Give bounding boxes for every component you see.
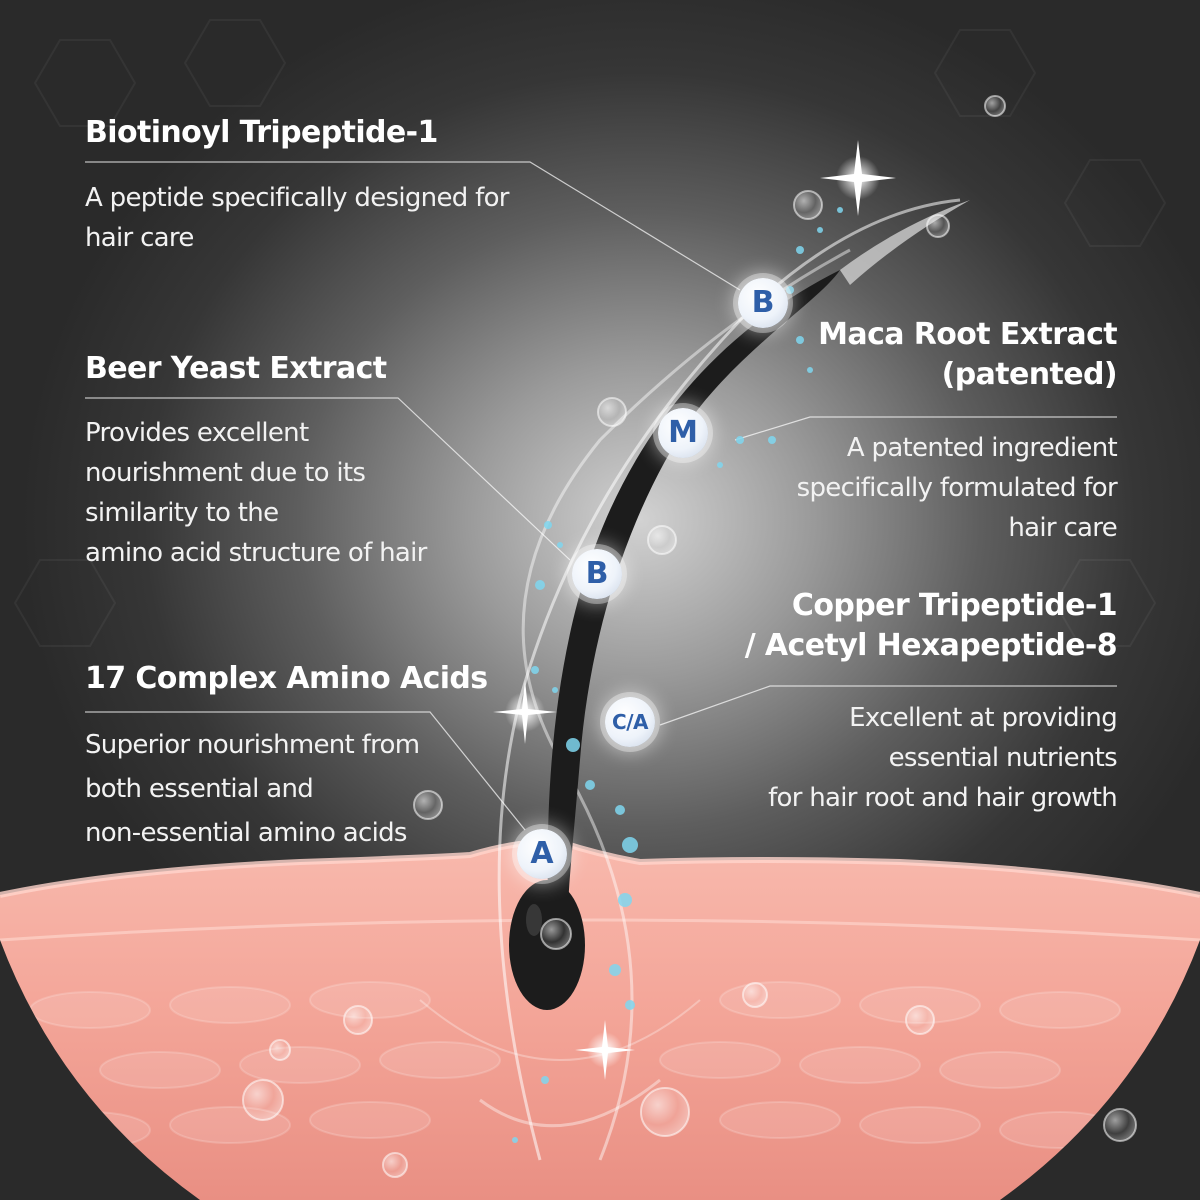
beer-yeast-description: Provides excellent nourishment due to it… bbox=[85, 418, 427, 568]
maca-badge: M bbox=[658, 408, 708, 458]
maca-description: A patented ingredient specifically formu… bbox=[796, 433, 1118, 543]
amino-acids-description: Superior nourishment from both essential… bbox=[85, 730, 420, 848]
vignette-right bbox=[1000, 940, 1200, 1200]
hexagon-pattern bbox=[13, 19, 1167, 647]
vignette-left bbox=[0, 940, 200, 1200]
beer-yeast-badge: B bbox=[572, 549, 622, 599]
beer-yeast-title: Beer Yeast Extract bbox=[85, 351, 387, 386]
copper-badge: C/A bbox=[605, 697, 655, 747]
amino-acids-title: 17 Complex Amino Acids bbox=[85, 661, 488, 696]
copper-title: Copper Tripeptide-1 / Acetyl Hexapeptide… bbox=[744, 588, 1118, 663]
biotinoyl-title: Biotinoyl Tripeptide-1 bbox=[85, 115, 438, 150]
biotinoyl-badge: B bbox=[738, 278, 788, 328]
copper-description: Excellent at providing essential nutrien… bbox=[768, 703, 1118, 813]
maca-title: Maca Root Extract (patented) bbox=[818, 317, 1117, 392]
amino-acids-badge: A bbox=[517, 829, 567, 879]
biotinoyl-description: A peptide specifically designed for hair… bbox=[85, 183, 509, 253]
leader-lines bbox=[85, 161, 1117, 831]
glow-ribbons bbox=[419, 198, 961, 1161]
skin-surface bbox=[0, 838, 1200, 1200]
water-droplets bbox=[512, 207, 843, 1143]
air-bubbles bbox=[242, 95, 1137, 1178]
